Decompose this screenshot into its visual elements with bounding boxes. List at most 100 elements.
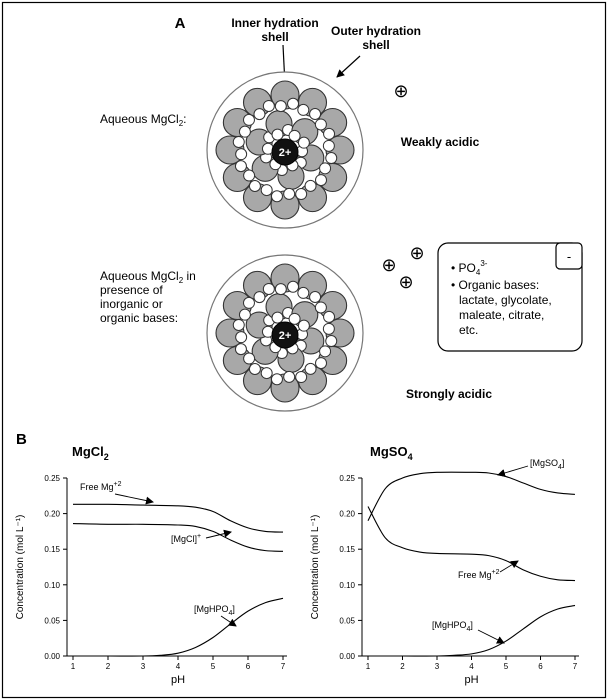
annotation-mgso4-chart2: [MgSO4]	[530, 458, 564, 471]
water-molecules	[215, 263, 355, 403]
outer-shell-label-line1: Outer hydration	[331, 24, 421, 38]
y-tick-label: 0.20	[339, 510, 355, 519]
x-tick-label: 6	[538, 662, 543, 671]
hydrogen-atom	[238, 308, 251, 321]
water-molecule	[215, 135, 248, 165]
water-molecule	[270, 263, 300, 296]
water-molecule	[265, 110, 295, 141]
hydrogen-atom	[323, 310, 336, 323]
water-molecule	[242, 270, 275, 304]
water-molecule	[242, 363, 273, 396]
water-molecule	[315, 345, 348, 376]
anion-item-phosphate: • PO43-	[451, 259, 488, 277]
water-molecule	[242, 180, 273, 213]
y-tick-label: 0.20	[44, 510, 60, 519]
hydrogen-atom	[243, 352, 256, 365]
water-molecule	[242, 87, 275, 121]
anion-item-organic-bases: • Organic bases:	[451, 278, 539, 292]
hydrogen-atom	[260, 184, 273, 197]
x-tick-label: 1	[71, 662, 76, 671]
hydrogen-atom	[315, 174, 328, 187]
x-tick-label: 2	[400, 662, 405, 671]
water-molecule	[295, 179, 328, 213]
water-molecule	[288, 118, 319, 149]
y-tick-label: 0.05	[339, 616, 355, 625]
hydration-cluster-bottom: 2+	[206, 254, 364, 412]
y-axis-label: Concentration (mol L⁻¹)	[15, 515, 26, 620]
chart-title-mgso4: MgSO4	[370, 444, 413, 462]
water-molecule	[270, 187, 300, 220]
x-tick-label: 4	[176, 662, 181, 671]
water-molecule	[322, 135, 355, 165]
annotation-arrow-free-mg-chart1	[114, 493, 154, 505]
x-tick-label: 5	[504, 662, 509, 671]
water-molecule	[315, 162, 348, 193]
annotation-mghpo4-chart2: [MgHPO4]	[432, 620, 473, 633]
y-tick-label: 0.15	[339, 545, 355, 554]
water-molecule	[295, 362, 328, 396]
hydrogen-atom	[287, 280, 300, 293]
annotation-mghpo4-chart1: [MgHPO4]	[194, 604, 235, 617]
hydrogen-atom	[243, 169, 256, 182]
hydrogen-atom	[232, 135, 245, 148]
anion-item-line4: maleate, citrate,	[459, 308, 544, 322]
y-tick-label: 0.10	[44, 581, 60, 590]
x-tick-label: 5	[211, 662, 216, 671]
anion-item-line3: lactate, glycolate,	[459, 293, 552, 307]
hydrogen-atom	[309, 107, 322, 120]
anion-charge: -	[567, 249, 571, 264]
water-molecule	[222, 160, 256, 193]
case-bottom-label-line3: inorganic or	[100, 297, 163, 311]
case-top-label: Aqueous MgCl2:	[100, 112, 187, 128]
hydrogen-atom	[297, 319, 310, 332]
water-molecule	[314, 290, 348, 323]
y-tick-label: 0.05	[44, 616, 60, 625]
hydrogen-atom	[242, 113, 255, 126]
proton-symbol-1: ⊕	[381, 255, 396, 275]
ion-charge: 2+	[279, 147, 292, 159]
series-line-0	[367, 471, 576, 521]
hydrogen-atom	[238, 125, 251, 138]
hydrogen-atom	[234, 343, 247, 356]
hydrogen-atom	[315, 357, 328, 370]
water-molecule	[322, 318, 355, 348]
hydrogen-atom	[274, 100, 287, 113]
hydrogen-atom	[295, 188, 308, 201]
hydrogen-atom	[297, 103, 310, 116]
hydrogen-atom	[271, 128, 284, 141]
strongly-acidic-label: Strongly acidic	[406, 387, 492, 401]
water-molecule	[222, 343, 256, 376]
series-line-0	[72, 503, 284, 533]
annotation-arrow-mgso4-chart2	[497, 465, 529, 477]
hydrogen-atom	[253, 291, 266, 304]
water-molecule	[270, 370, 300, 403]
hydrogen-atom	[235, 331, 248, 344]
x-tick-label: 7	[573, 662, 578, 671]
water-molecule	[215, 318, 248, 348]
case-bottom-label-line1: Aqueous MgCl2 in	[100, 269, 196, 285]
hydrogen-atom	[304, 362, 317, 375]
hydration-cluster-top: 2+	[206, 71, 364, 229]
y-tick-label: 0.25	[339, 474, 355, 483]
panel-b-label: B	[16, 431, 27, 448]
hydrogen-atom	[248, 180, 261, 193]
water-molecule	[297, 270, 328, 303]
hydrogen-atom	[270, 373, 283, 386]
water-molecule	[288, 301, 319, 332]
hydrogen-atom	[288, 312, 301, 325]
hydrogen-atom	[319, 162, 332, 175]
hydrogen-atom	[297, 286, 310, 299]
hydrogen-atom	[262, 282, 275, 295]
x-tick-label: 6	[246, 662, 251, 671]
hydrogen-atom	[288, 129, 301, 142]
magnesium-ion	[271, 321, 299, 349]
annotation-arrow-mgcl-chart1	[205, 529, 232, 539]
hydrogen-atom	[232, 318, 245, 331]
water-molecule	[222, 290, 255, 321]
hydrogen-atom	[271, 311, 284, 324]
proton-symbol-3: ⊕	[398, 272, 413, 292]
